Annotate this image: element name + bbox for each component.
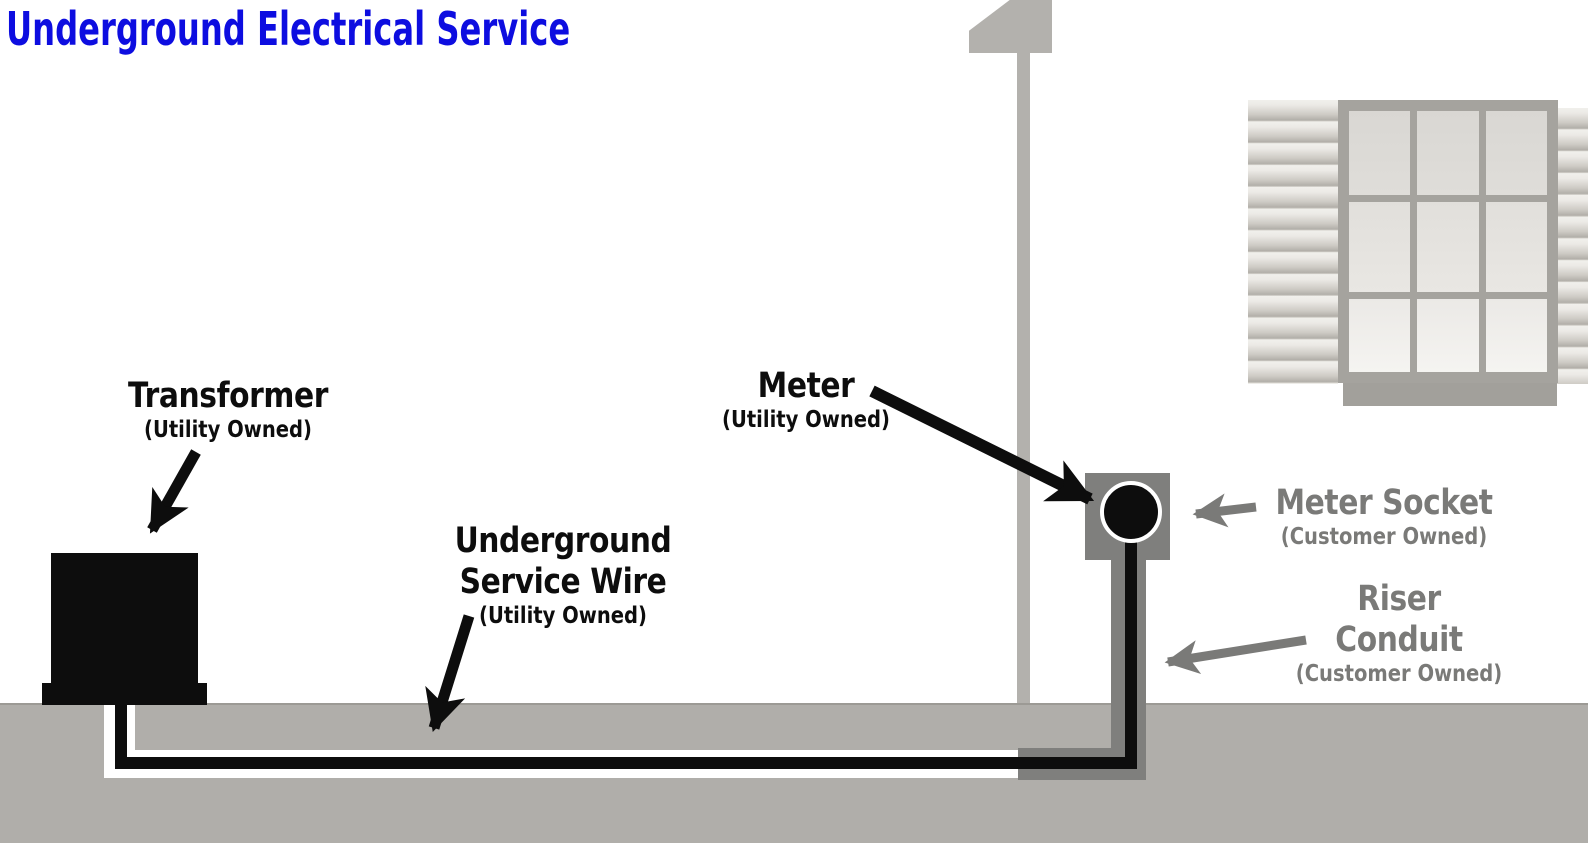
meter-label-ownership: (Utility Owned) [722, 407, 890, 433]
downspout-pipe [1017, 50, 1030, 704]
riser-label-line1: Riser [1357, 579, 1441, 619]
riser-conduit-arrow [1164, 635, 1307, 675]
window-pane [1485, 299, 1547, 372]
meter-socket-arrow [1192, 493, 1257, 528]
transformer-label: Transformer (Utility Owned) [128, 376, 328, 443]
meter-label: Meter (Utility Owned) [722, 366, 890, 433]
window-pane [1349, 202, 1411, 292]
window-pane [1417, 299, 1479, 372]
usw-label-line1: Underground [454, 521, 672, 561]
trench-horizontal [104, 750, 1018, 778]
meter-arrow [869, 385, 1095, 505]
usw-label-line2: Service Wire [459, 562, 667, 602]
meter-circle [1100, 481, 1162, 543]
riser-conduit-elbow [1018, 748, 1146, 780]
window-sill [1343, 383, 1557, 406]
transformer-box [51, 553, 198, 684]
window-pane [1349, 111, 1411, 195]
riser-conduit-vertical [1111, 556, 1146, 780]
window-shutter-right [1557, 108, 1588, 384]
riser-label-line2: Conduit [1335, 620, 1463, 660]
riser-label-ownership: (Customer Owned) [1295, 661, 1503, 687]
transformer-label-ownership: (Utility Owned) [144, 417, 312, 443]
transformer-base [42, 683, 207, 705]
window-pane [1417, 111, 1479, 195]
usw-label-ownership: (Utility Owned) [479, 603, 647, 629]
downspout-elbow [969, 0, 1052, 53]
transformer-arrow [147, 449, 201, 534]
transformer-label-name: Transformer [128, 376, 328, 416]
meter-socket-label-ownership: (Customer Owned) [1280, 524, 1488, 550]
meter-label-name: Meter [757, 366, 855, 406]
meter-socket-label: Meter Socket (Customer Owned) [1275, 483, 1492, 550]
window-pane [1485, 111, 1547, 195]
underground-service-wire-label: Underground Service Wire (Utility Owned) [455, 521, 672, 629]
window-pane [1485, 202, 1547, 292]
window-frame [1338, 100, 1558, 383]
riser-conduit-label: Riser Conduit (Customer Owned) [1296, 579, 1502, 687]
window-pane [1349, 299, 1411, 372]
window-shutter-left [1248, 100, 1338, 384]
page-title: Underground Electrical Service [6, 2, 571, 56]
window-pane [1417, 202, 1479, 292]
meter-socket-label-name: Meter Socket [1275, 483, 1493, 523]
